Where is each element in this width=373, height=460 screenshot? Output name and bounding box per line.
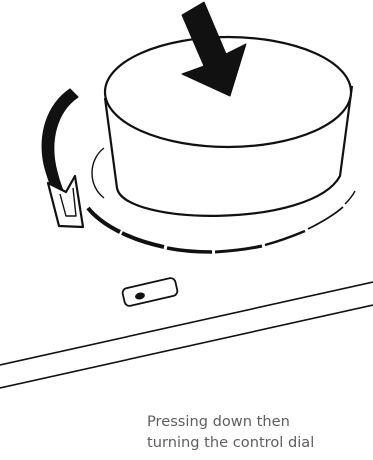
dial-scale-segment bbox=[344, 190, 356, 205]
press-down-arrow-icon bbox=[181, 1, 247, 97]
rotate-arrow-head bbox=[46, 174, 85, 229]
rotate-arrow-icon bbox=[41, 88, 85, 229]
dial-scale-segment bbox=[86, 206, 121, 234]
caption-line-1: Pressing down then bbox=[147, 413, 290, 430]
panel-edge-lower bbox=[0, 304, 373, 389]
dial-scale-segment bbox=[214, 244, 263, 254]
dial-base-outline bbox=[91, 147, 105, 199]
dial-scale-ring bbox=[86, 190, 356, 254]
rotate-arrow-head-inner bbox=[59, 187, 77, 217]
dial-scale-segment bbox=[307, 206, 344, 230]
dial-scale-segment bbox=[166, 246, 213, 254]
dial-scale-segment bbox=[264, 229, 306, 247]
dial-scale-segment bbox=[121, 231, 165, 249]
illustration-caption: Pressing down then turning the control d… bbox=[147, 411, 373, 453]
panel-edge-upper bbox=[0, 281, 373, 366]
caption-line-2: turning the control dial bbox=[147, 434, 315, 451]
indicator-slot bbox=[121, 277, 179, 307]
indicator-slot-dot bbox=[135, 292, 145, 300]
indicator-slot-frame bbox=[121, 277, 179, 307]
